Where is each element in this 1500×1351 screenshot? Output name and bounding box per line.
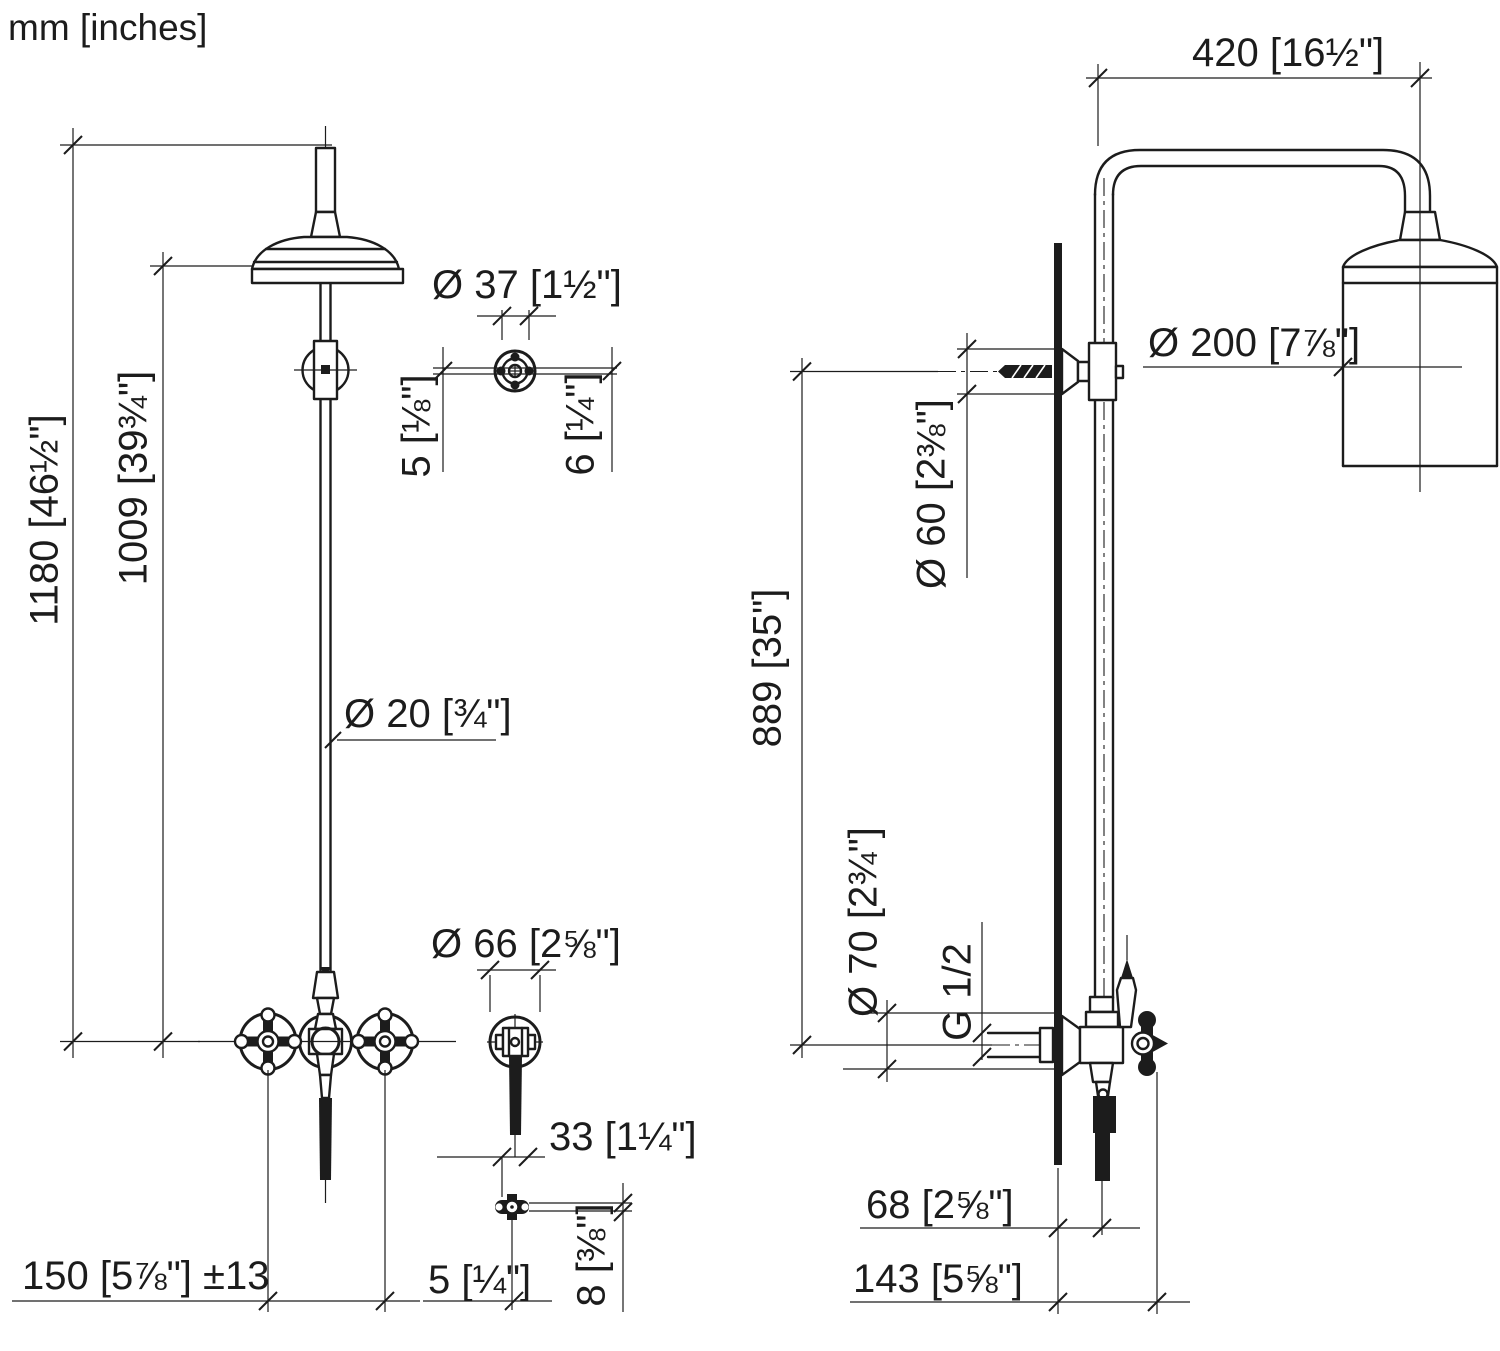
dim-hose-offset: 33 [1¼"] [549,1115,697,1159]
side-lever-handle [1115,935,1138,1029]
dim-bracket-height: 889 [35"] [746,589,790,748]
dim-head-height: 1009 [39¾"] [112,371,156,585]
dim-handle-dia: Ø 37 [1½"] [432,263,622,307]
dim-connection-spacing: 150 [5⅞"] ±13 [22,1254,269,1298]
side-wall-bracket [938,341,1125,402]
front-left-cross-handle [233,1007,303,1076]
front-right-cross-handle [350,1007,420,1076]
units-label: mm [inches] [8,7,207,48]
side-shower-arm [1093,148,1432,214]
dim-bracket-dia: Ø 60 [2⅜"] [910,399,954,589]
dim-outlet-offset: 5 [¼"] [428,1258,531,1302]
front-diverter-valve [294,339,357,401]
front-riser-union [311,967,340,1016]
dim-outlet-dia: 8 [⅜"] [570,1203,614,1306]
front-hand-shower-hose [319,1098,332,1203]
dim-handle-offset-right: 6 [¼"] [559,372,603,475]
dim-handle-offset-left: 5 [⅛"] [395,374,439,477]
dim-arm-reach: 420 [16½"] [1192,31,1384,75]
front-hose-outlet-detail [487,1014,543,1157]
side-hand-shower-hose [1093,1096,1116,1235]
side-cross-handle [1130,1011,1168,1076]
dim-wall-to-handle: 143 [5⅝"] [853,1257,1023,1301]
dim-wall-to-hose: 68 [2⅝"] [866,1183,1014,1227]
wall [1054,243,1062,1165]
front-view-dimensions: 1180 [46½"] 1009 [39¾"] Ø 37 [1½"] [12,128,697,1312]
front-mixer-valve [198,1007,456,1100]
front-wall-elbow-detail [495,1194,632,1310]
dim-head-dia: Ø 200 [7⅞"] [1148,321,1360,365]
side-valve [986,935,1168,1235]
dim-total-height: 1180 [46½"] [23,414,67,625]
side-view-fixture [938,62,1499,1235]
dim-escutcheon-dia: Ø 66 [2⅝"] [431,922,621,966]
side-view-dimensions: 420 [16½"] Ø 200 [7⅞"] Ø 60 [2⅜"] 889 [3… [746,31,1462,1314]
front-shower-head [250,235,405,285]
front-handle-top-view-detail [433,349,617,393]
dim-thread-size: G 1/2 [936,943,980,1041]
dim-riser-dia: Ø 20 [¾"] [344,692,512,736]
dim-valve-escutcheon-dia: Ø 70 [2¾"] [842,827,886,1017]
front-top-pipe [309,146,342,239]
front-view-fixture [198,126,456,1203]
